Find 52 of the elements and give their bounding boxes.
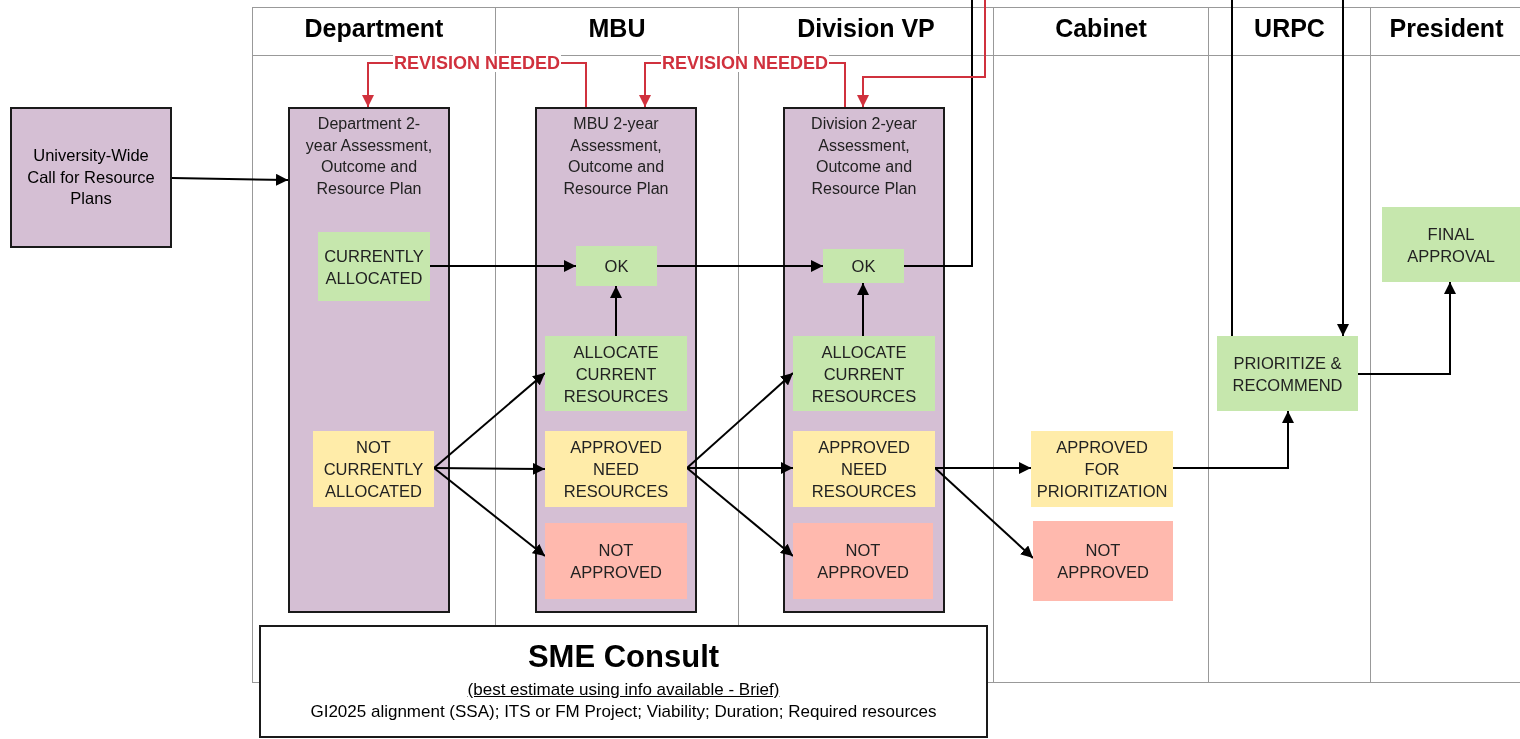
arrow (1172, 410, 1294, 469)
note-text: GI2025 alignment (SSA); ITS or FM Project; Viability; Duration; Required resources (309, 701, 938, 723)
process-box: NOT APPROVED (793, 523, 933, 599)
process-box: APPROVED NEED RESOURCES (793, 431, 935, 507)
arrow (433, 467, 546, 557)
process-box: NOT CURRENTLY ALLOCATED (313, 431, 434, 507)
arrow (429, 260, 577, 272)
connector-line (1231, 0, 1233, 337)
arrow (171, 173, 289, 186)
arrow (934, 462, 1032, 474)
note-heading: SME Consult (526, 638, 721, 676)
plan-title: MBU 2-year Assessment, Outcome and Resource Plan (562, 114, 670, 199)
arrow (433, 372, 546, 469)
arrow (1337, 0, 1349, 337)
arrow (610, 285, 622, 337)
plan-box (535, 107, 697, 613)
process-box: APPROVED FOR PRIORITIZATION (1031, 431, 1173, 507)
plan-box (288, 107, 450, 613)
process-box: University-Wide Call for Resource Plans (10, 107, 172, 248)
arrow (686, 467, 794, 557)
arrow (934, 467, 1034, 559)
process-box: FINAL APPROVAL (1382, 207, 1520, 282)
process-box: OK (823, 249, 904, 283)
swimlane (1208, 7, 1370, 625)
process-box: CURRENTLY ALLOCATED (318, 232, 430, 301)
edge-label: REVISION NEEDED (393, 54, 561, 72)
arrow (857, 282, 869, 337)
swimlane (1370, 7, 1520, 625)
process-box: ALLOCATE CURRENT RESOURCES (793, 336, 935, 411)
plan-box (783, 107, 945, 613)
lane-header: Cabinet (994, 8, 1208, 56)
lane-header: URPC (1209, 8, 1370, 56)
arrow (1357, 281, 1456, 375)
edge-label: REVISION NEEDED (661, 54, 829, 72)
note-subtitle: (best estimate using info available - Brief) (466, 679, 781, 701)
plan-title: Department 2-year Assessment, Outcome and Resource Plan (304, 114, 434, 199)
connector-line (903, 0, 973, 267)
process-box: PRIORITIZE & RECOMMEND (1217, 336, 1358, 411)
process-box: ALLOCATE CURRENT RESOURCES (545, 336, 687, 411)
swimlane (993, 7, 1208, 625)
lane-header: President (1371, 8, 1520, 56)
process-box: APPROVED NEED RESOURCES (545, 431, 687, 507)
note-box (259, 625, 988, 738)
process-box: NOT APPROVED (545, 523, 687, 599)
process-box: OK (576, 246, 657, 286)
arrow (656, 260, 824, 272)
arrow (433, 462, 546, 475)
arrow (686, 462, 794, 474)
plan-title: Division 2-year Assessment, Outcome and Resource Plan (810, 114, 918, 199)
process-box: NOT APPROVED (1033, 521, 1173, 601)
arrow (686, 372, 794, 469)
arrow (857, 0, 986, 108)
